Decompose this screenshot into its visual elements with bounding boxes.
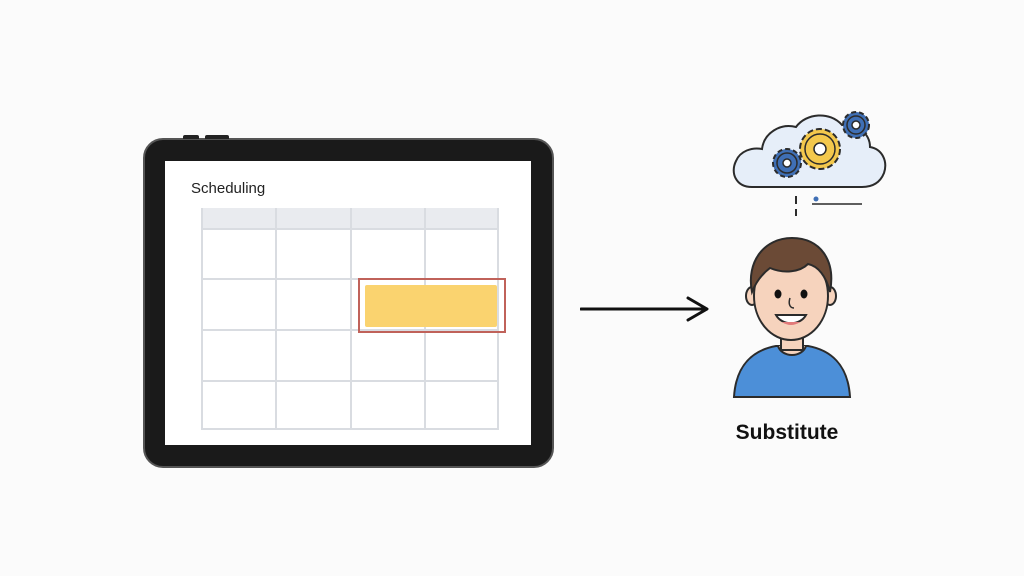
- grid-line: [201, 208, 203, 430]
- gear-blue-left-icon: [772, 148, 802, 178]
- selection-bracket-left: [358, 278, 364, 333]
- grid-line: [350, 208, 352, 430]
- grid-line: [201, 329, 499, 331]
- selected-slot-fill: [365, 285, 497, 327]
- arrow-right-icon: [580, 296, 709, 322]
- gear-blue-right-icon: [842, 111, 870, 139]
- selected-time-slot[interactable]: [358, 278, 506, 333]
- tablet-icon: Scheduling: [143, 135, 554, 468]
- grid-line: [201, 428, 499, 430]
- screen-title: Scheduling: [191, 180, 266, 197]
- gear-yellow-icon: [799, 128, 841, 170]
- grid-line: [201, 228, 499, 230]
- person-label: Substitute: [735, 421, 839, 444]
- tablet-button: [205, 135, 229, 139]
- tablet-button: [183, 135, 199, 139]
- calendar-grid: [201, 208, 499, 430]
- grid-line: [201, 278, 499, 280]
- grid-line: [497, 208, 499, 430]
- cloud-gears-icon: [732, 111, 887, 216]
- person-icon: [732, 236, 852, 398]
- selection-bracket-right: [362, 278, 506, 333]
- grid-line: [201, 380, 499, 382]
- tablet-screen: Scheduling: [165, 161, 531, 445]
- grid-line: [275, 208, 277, 430]
